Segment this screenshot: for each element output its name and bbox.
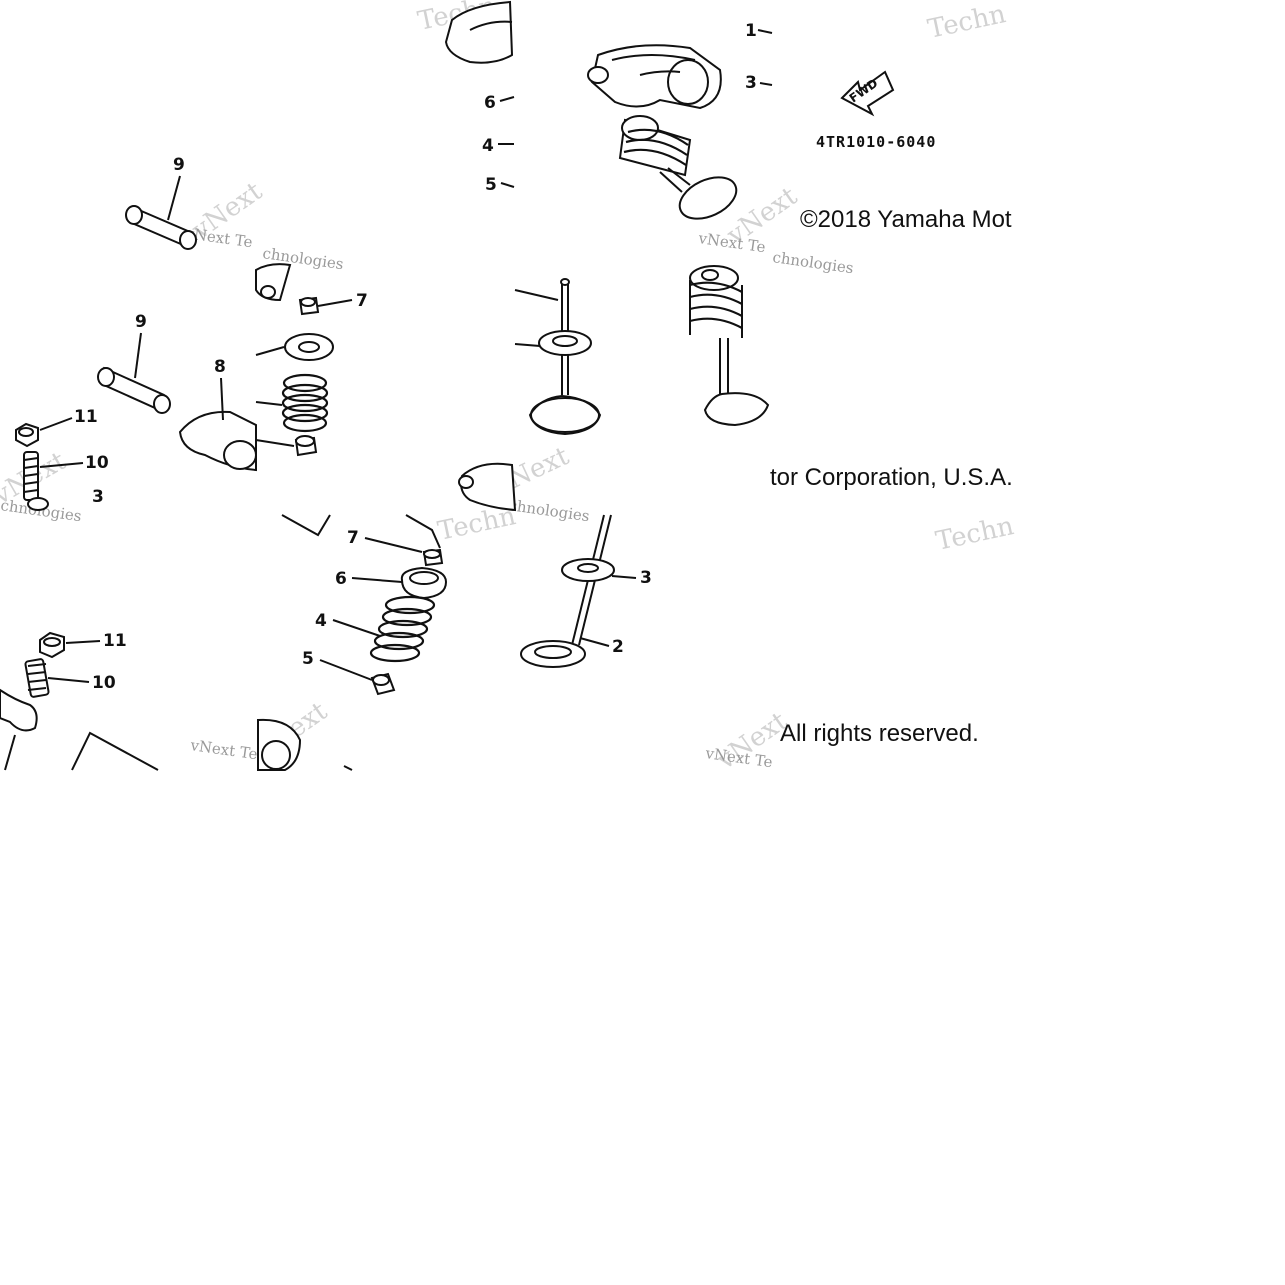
callout-3: 3 (92, 487, 104, 507)
adjuster-screw-icon (24, 658, 50, 698)
rocker-arm-icon (0, 688, 38, 771)
valve-icon (520, 514, 615, 668)
callout-11: 11 (74, 407, 98, 427)
watermark-layer: Techn Techn vNext vNext vNext vNext Tech… (0, 0, 1017, 776)
rocker-arm-icon (255, 263, 292, 302)
callout-3: 3 (745, 73, 757, 93)
copyright-line-3: All rights reserved. (780, 720, 979, 747)
callout-4: 4 (315, 611, 327, 631)
lower-tile: 7 6 4 5 3 2 (281, 462, 652, 696)
top-callouts: 1 3 6 4 5 (482, 21, 773, 195)
left-tile: 9 9 8 11 10 3 (15, 155, 257, 511)
callout-7: 7 (356, 291, 368, 311)
callout-9: 9 (173, 155, 185, 175)
valve-icon (659, 167, 738, 220)
valve-spring-icon (689, 265, 770, 427)
callout-3: 3 (640, 568, 652, 588)
rocker-arm-icon (257, 718, 353, 771)
part-code: 4TR1010-6040 (816, 133, 936, 151)
watermark-logo: Techn (933, 511, 1017, 557)
watermark-logo: Techn (925, 0, 1009, 45)
lower-left-tile: 11 10 (0, 631, 353, 771)
valve-spring-icon (255, 333, 334, 457)
callout-7: 7 (347, 528, 359, 548)
callout-10: 10 (92, 673, 116, 693)
copyright-line-2: tor Corporation, U.S.A. (770, 464, 1013, 491)
callout-5: 5 (485, 175, 497, 195)
rocker-arm-icon (444, 0, 514, 64)
callout-1: 1 (745, 21, 757, 41)
valve-spring-icon (369, 566, 448, 696)
top-tile: 1 3 6 4 5 FWD 4TR1010-6040 (444, 0, 936, 220)
center-tile: 7 (255, 263, 368, 457)
valve-icon (298, 296, 320, 316)
fwd-arrow-icon: FWD (840, 70, 895, 117)
locknut-icon (39, 631, 65, 659)
rocker-arm-icon (178, 410, 257, 472)
locknut-icon (15, 422, 39, 448)
watermark-text: vNext Te (188, 736, 258, 763)
valve-icon (422, 548, 444, 567)
callout-5: 5 (302, 649, 314, 669)
watermark-text: chnologies (771, 248, 854, 277)
valve-tile (514, 265, 770, 436)
watermark-text: chnologies (507, 496, 590, 525)
callout-4: 4 (482, 136, 494, 156)
adjuster-screw-icon (23, 451, 39, 501)
callout-8: 8 (214, 357, 226, 377)
callout-10: 10 (85, 453, 109, 473)
valve-spring-icon (618, 115, 692, 177)
valve-icon (514, 278, 602, 436)
callout-6: 6 (484, 93, 496, 113)
rocker-arm-icon (587, 44, 722, 110)
copyright-line-1: ©2018 Yamaha Mot (800, 206, 1012, 233)
callout-6: 6 (335, 569, 347, 589)
rocker-shaft-icon (97, 366, 171, 414)
callout-11: 11 (103, 631, 127, 651)
callout-9: 9 (135, 312, 147, 332)
rocker-shaft-icon (125, 205, 197, 250)
rocker-arm-icon (458, 462, 517, 512)
callout-2: 2 (612, 637, 624, 657)
